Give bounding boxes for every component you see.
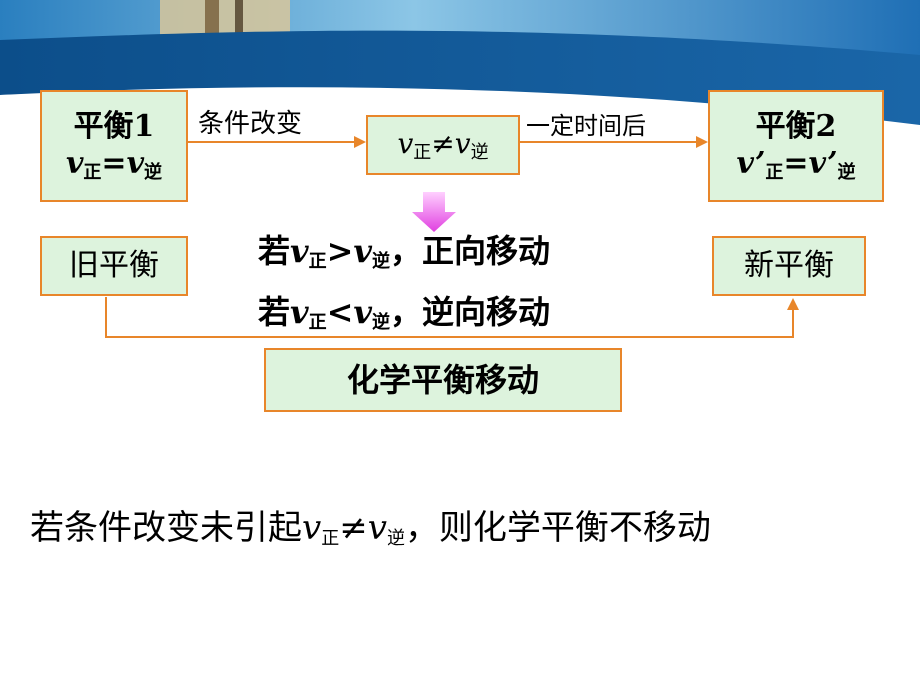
new-equilibrium-box: 新平衡 (712, 236, 866, 296)
after-time-label: 一定时间后 (526, 112, 646, 140)
equilibrium-1-title: 平衡1 (73, 108, 155, 144)
old-equilibrium-box: 旧平衡 (40, 236, 188, 296)
condition-change-label: 条件改变 (198, 109, 303, 139)
equilibrium-1-box: 平衡1 v正=v逆 (40, 90, 188, 202)
reverse-shift-rule: 若v正<v逆，逆向移动 (258, 293, 551, 333)
old-equilibrium-label: 旧平衡 (69, 248, 159, 284)
forward-shift-rule: 若v正>v逆，正向移动 (258, 232, 551, 272)
conclusion-text: 若条件改变未引起v正≠v逆，则化学平衡不移动 (30, 508, 711, 549)
equilibrium-2-box: 平衡2 v’正=v’逆 (708, 90, 884, 202)
rate-unequal-expression: v正≠v逆 (397, 126, 489, 163)
equilibrium-shift-label: 化学平衡移动 (346, 361, 539, 399)
new-equilibrium-label: 新平衡 (744, 248, 834, 284)
down-arrow-icon (412, 192, 456, 232)
rate-unequal-box: v正≠v逆 (366, 115, 520, 175)
equilibrium-2-title: 平衡2 (755, 108, 837, 144)
equilibrium-1-rate-equation: v正=v逆 (65, 146, 162, 183)
equilibrium-shift-box: 化学平衡移动 (264, 348, 622, 412)
equilibrium-2-rate-equation: v’正=v’逆 (736, 146, 856, 183)
arrow-old-to-new (105, 297, 799, 338)
